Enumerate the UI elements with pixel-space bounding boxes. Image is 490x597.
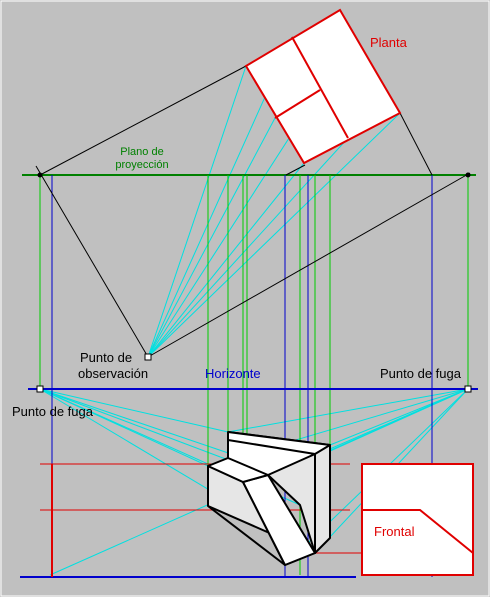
plane-intersection-dot xyxy=(465,172,471,178)
plan-outline xyxy=(244,8,402,165)
object-edge xyxy=(227,431,331,446)
frontal-profile xyxy=(362,509,474,554)
left-vanishing-point-marker xyxy=(36,385,44,393)
ray xyxy=(147,65,247,358)
ray xyxy=(329,388,469,446)
plan-division xyxy=(291,36,349,139)
plan-division xyxy=(274,89,321,119)
frontal-label: Frontal xyxy=(374,524,415,539)
object-edge xyxy=(207,505,286,566)
ray xyxy=(147,112,401,358)
punto-observacion-label-line2: observación xyxy=(78,366,148,381)
ray xyxy=(227,388,469,433)
ray xyxy=(147,137,349,358)
frontal-outline xyxy=(361,463,474,576)
punto-fuga-left-label: Punto de fuga xyxy=(12,404,94,419)
small-tick xyxy=(285,164,306,176)
frontal-view xyxy=(361,463,474,576)
plano-label-line1: Plano de xyxy=(120,146,163,158)
object-step-face xyxy=(207,457,269,483)
ray xyxy=(147,162,305,358)
right-vanishing-point-marker xyxy=(464,385,472,393)
ray xyxy=(147,117,276,358)
observation-point-marker xyxy=(144,353,152,361)
perspective-object xyxy=(207,431,331,566)
observation-right-line xyxy=(147,172,471,358)
ray xyxy=(39,388,229,433)
punto-observacion-label-line1: Punto de xyxy=(80,350,132,365)
horizonte-label: Horizonte xyxy=(205,366,261,381)
plan-view xyxy=(244,8,402,165)
punto-fuga-right-label: Punto de fuga xyxy=(380,366,462,381)
object-right-face xyxy=(314,444,331,554)
plano-label-line2: proyección xyxy=(115,159,168,171)
construction-lines xyxy=(35,65,471,358)
planta-label: Planta xyxy=(370,35,408,50)
object-edge xyxy=(227,439,316,455)
observation-left-line xyxy=(35,165,149,358)
plan-to-plane-line xyxy=(399,112,433,176)
ray xyxy=(39,388,244,459)
plane-intersection-dot xyxy=(37,172,43,178)
plan-to-plane-line xyxy=(39,65,247,176)
